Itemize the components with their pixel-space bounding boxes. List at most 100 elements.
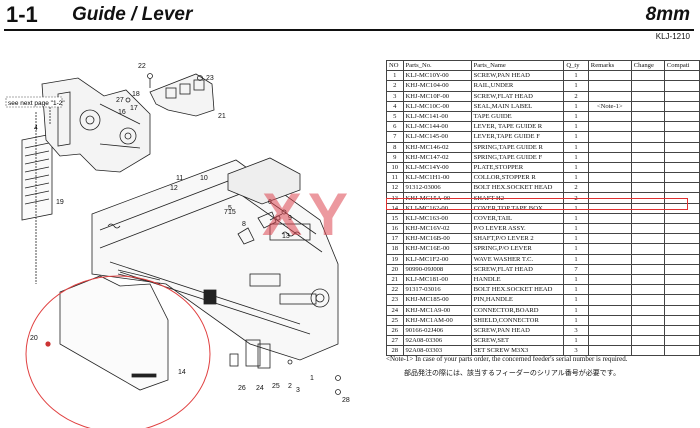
row-no: 1 [386,70,404,82]
header-rule [4,29,694,31]
col-no: NO [386,59,404,72]
row-qty: 1 [563,222,589,235]
row-qty: 1 [563,110,589,123]
row-change [630,335,665,347]
row-parts-name: SPRING,P/O LEVER [470,243,565,255]
row-no: 24 [386,304,404,316]
row-no: 8 [386,141,404,153]
callout-12: 12 [170,185,178,192]
row-compati [663,100,700,112]
side-cover-panel [59,269,217,391]
row-no: 13 [386,192,404,204]
row-qty: 3 [563,324,589,337]
row-compati [663,222,700,235]
row-parts-name: COLLOR,STOPPER R [470,172,565,184]
main-label-seal [21,133,53,221]
row-remarks [587,212,632,225]
row-remarks [587,335,632,347]
row-compati [663,90,700,102]
row-no: 3 [386,90,404,102]
row-parts-no: KLJ-MC10Y-00 [402,70,472,82]
exploded-parts-diagram: see next page "1-2" 1 2 3 4 5 6 7 8 9 10… [5,63,350,428]
callout-6: 6 [268,199,272,206]
row-change [630,161,665,174]
row-no: 26 [386,324,404,337]
row-parts-no: KLJ-MC163-00 [402,212,472,225]
row-qty: 1 [563,202,589,214]
row-remarks [587,233,632,245]
row-compati [663,70,700,82]
row-change [630,212,665,225]
row-qty: 1 [563,233,589,245]
row-qty: 1 [563,314,589,326]
callout-13: 13 [282,233,290,240]
row-no: 6 [386,121,404,133]
row-change [630,141,665,153]
row-no: 17 [386,233,404,245]
col-remarks: Remarks [587,59,632,72]
row-parts-no: KLJ-MC145-00 [402,131,472,143]
row-parts-name: COVER,TOP TAPE BOX [470,202,565,214]
col-compati: Compati [663,59,700,72]
row-parts-name: SPRING,TAPE GUIDE R [470,141,565,153]
callout-19: 19 [56,199,64,206]
row-parts-no: KHJ-MC147-02 [402,151,472,163]
row-remarks [587,294,632,306]
row-parts-no: KHJ-MC10F-00 [402,90,472,102]
row-change [630,304,665,316]
col-change: Change [630,59,665,72]
row-qty: 2 [563,90,589,102]
row-no: 2 [386,80,404,92]
watermark: XY [262,181,355,248]
row-qty: 2 [563,182,589,194]
row-no: 23 [386,294,404,306]
callout-21: 21 [218,113,226,120]
row-parts-name: BOLT HEX.SOCKET HEAD [470,182,565,194]
note-japanese: 部品発注の際には、該当するフィーダーのシリアル番号が必要です。 [404,369,621,377]
row-change [630,243,665,255]
row-change [630,80,665,92]
row-change [630,324,665,337]
row-qty: 7 [563,263,589,275]
callout-5: 5 [228,205,232,212]
row-parts-name: BOLT HEX.SOCKET HEAD [470,284,565,296]
row-qty: 1 [563,151,589,163]
row-no: 12 [386,182,404,194]
row-remarks [587,222,632,235]
row-parts-name: SCREW,PAN HEAD [470,324,565,337]
row-parts-no: KLJ-MC1F2-00 [402,253,472,265]
row-no: 15 [386,212,404,225]
col-parts-no: Parts_No. [402,59,472,72]
row-remarks [587,192,632,204]
row-parts-name: SCREW,FLAT HEAD [470,90,565,102]
row-remarks [587,182,632,194]
row-compati [663,182,700,194]
row-compati [663,141,700,153]
row-qty: 1 [563,273,589,286]
row-compati [663,161,700,174]
row-parts-name: SCREW,PAN HEAD [470,70,565,82]
row-no: 20 [386,263,404,275]
callout-26: 26 [238,385,246,392]
row-qty: 1 [563,335,589,347]
row-parts-no: KLJ-MC1H1-00 [402,172,472,184]
row-change [630,253,665,265]
row-no: 25 [386,314,404,326]
row-remarks [587,161,632,174]
row-parts-no: 92A08-03303 [402,345,472,357]
row-compati [663,212,700,225]
row-remarks [587,253,632,265]
row-compati [663,345,700,357]
row-change [630,202,665,214]
